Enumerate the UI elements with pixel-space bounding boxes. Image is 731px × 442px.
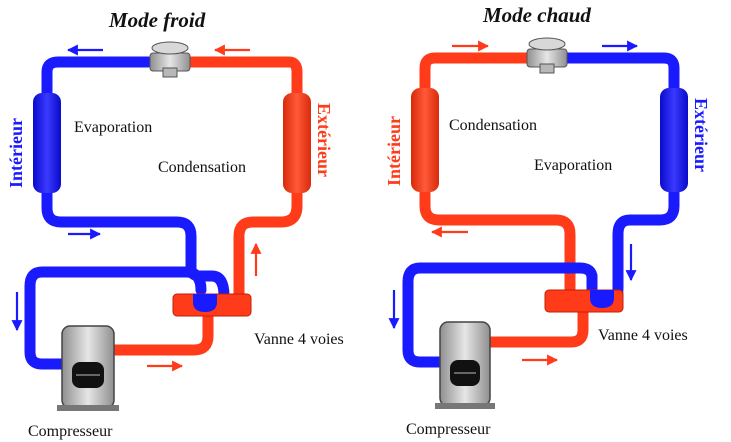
- panel-mode-chaud: Mode chaud Condensation Evapora: [384, 3, 711, 438]
- hot-pipe-top-left: [419, 52, 534, 96]
- cold-pipe-compressor-in: [24, 266, 207, 370]
- cold-pipe-top-left: [41, 56, 154, 101]
- label-interieur: Intérieur: [6, 118, 26, 188]
- panel-mode-froid: Mode froid Evaporation Condensa: [6, 8, 344, 440]
- label-compressor: Compresseur: [28, 423, 113, 440]
- expansion-valve: [149, 41, 191, 78]
- cold-pipe-int-to-valve: [41, 184, 230, 302]
- expansion-valve: [526, 37, 568, 74]
- label-condensation: Condensation: [158, 159, 246, 176]
- label-valve: Vanne 4 voies: [598, 327, 688, 344]
- hot-pipe-compressor-out: [106, 294, 214, 356]
- cold-pipe-top-right: [560, 52, 680, 96]
- outdoor-evaporator-coil: [660, 88, 688, 192]
- hot-pipe-int-to-valve: [419, 184, 576, 302]
- hot-pipe-top-right: [178, 56, 303, 101]
- four-way-valve-cold-loop: [590, 290, 614, 308]
- label-interieur: Intérieur: [384, 116, 404, 186]
- label-exterieur: Extérieur: [691, 98, 711, 172]
- label-evaporation: Evaporation: [534, 157, 612, 174]
- compressor: [57, 325, 119, 411]
- outdoor-condenser-coil: [283, 93, 311, 193]
- hot-pipe-ext-to-valve: [233, 184, 303, 306]
- hot-pipe-valve-to-compressor: [482, 292, 589, 348]
- indoor-evaporator-coil: [33, 93, 61, 193]
- label-condensation: Condensation: [449, 117, 537, 134]
- label-valve: Vanne 4 voies: [254, 331, 344, 348]
- mode-froid-title: Mode froid: [108, 8, 206, 32]
- label-exterieur: Extérieur: [314, 103, 334, 177]
- cold-pipe-valve-to-compressor: [402, 262, 598, 368]
- cold-pipe-ext-to-valve: [586, 184, 680, 312]
- label-evaporation: Evaporation: [74, 119, 152, 136]
- compressor: [435, 321, 495, 409]
- mode-chaud-title: Mode chaud: [482, 3, 591, 27]
- four-way-valve-cold-loop: [193, 294, 217, 312]
- label-compressor: Compresseur: [406, 421, 491, 438]
- indoor-condenser-coil: [411, 88, 439, 192]
